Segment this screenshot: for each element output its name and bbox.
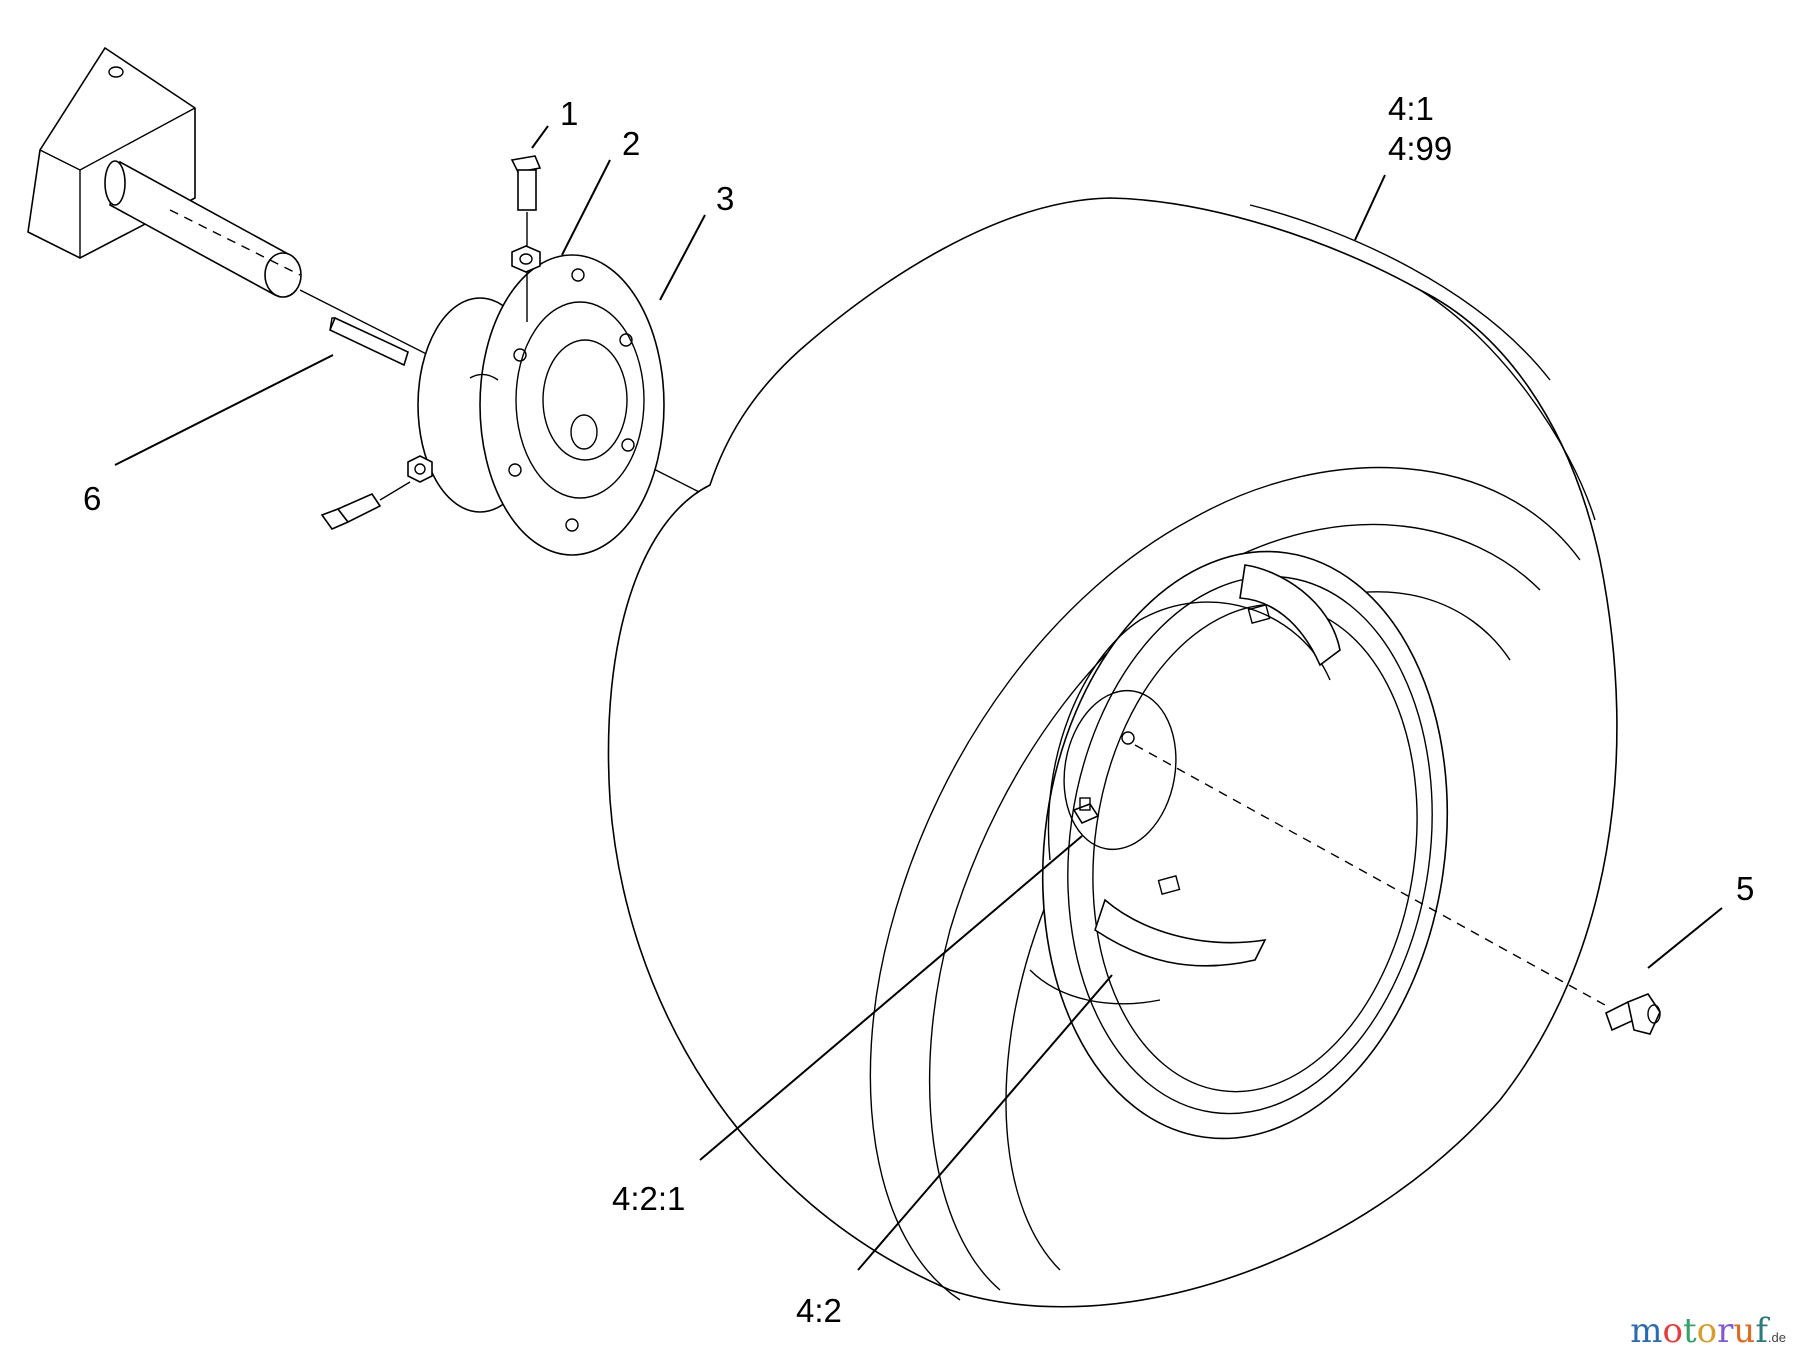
callout-4-2-1: 4:2:1	[612, 1180, 685, 1217]
callout-1: 1	[560, 95, 578, 132]
nut-lower	[407, 455, 433, 483]
leader-4-2	[857, 974, 1113, 1271]
watermark-letter: o	[1662, 1311, 1683, 1351]
callout-5: 5	[1736, 870, 1754, 907]
callout-4-1: 4:1	[1388, 90, 1434, 127]
leader-2	[561, 159, 611, 256]
watermark-letter: r	[1717, 1311, 1734, 1351]
leader-5	[1647, 907, 1723, 969]
callout-4-2: 4:2	[796, 1292, 842, 1329]
leader-6	[114, 354, 334, 466]
spindle-housing	[27, 46, 302, 298]
leader-3	[659, 214, 706, 301]
watermark-letter: m	[1630, 1311, 1663, 1351]
valve-stem	[1072, 797, 1100, 825]
callout-6: 6	[83, 480, 101, 517]
watermark-letter: u	[1733, 1311, 1756, 1351]
leader-4-2-1	[699, 835, 1083, 1161]
watermark-letters: motoruf	[1630, 1311, 1768, 1351]
watermark-letter: t	[1683, 1311, 1697, 1351]
watermark-suffix: .de	[1767, 1330, 1786, 1345]
watermark-logo: motoruf.de	[1630, 1311, 1786, 1351]
nut-part-2	[511, 245, 541, 273]
callout-4-99: 4:99	[1388, 130, 1452, 167]
key-part	[328, 316, 409, 367]
bolt-part-1	[510, 155, 542, 322]
callout-3: 3	[716, 180, 734, 217]
tire	[607, 197, 1618, 1308]
bolt-lower	[320, 481, 411, 530]
shaft-centerline	[169, 209, 301, 276]
wheel-hub	[417, 254, 665, 556]
watermark-letter: f	[1755, 1311, 1768, 1351]
bolt-part-5	[1605, 993, 1661, 1035]
leader-1	[531, 125, 549, 149]
callout-2: 2	[622, 125, 640, 162]
watermark-letter: o	[1696, 1311, 1718, 1351]
leader-4-1	[1354, 174, 1386, 241]
